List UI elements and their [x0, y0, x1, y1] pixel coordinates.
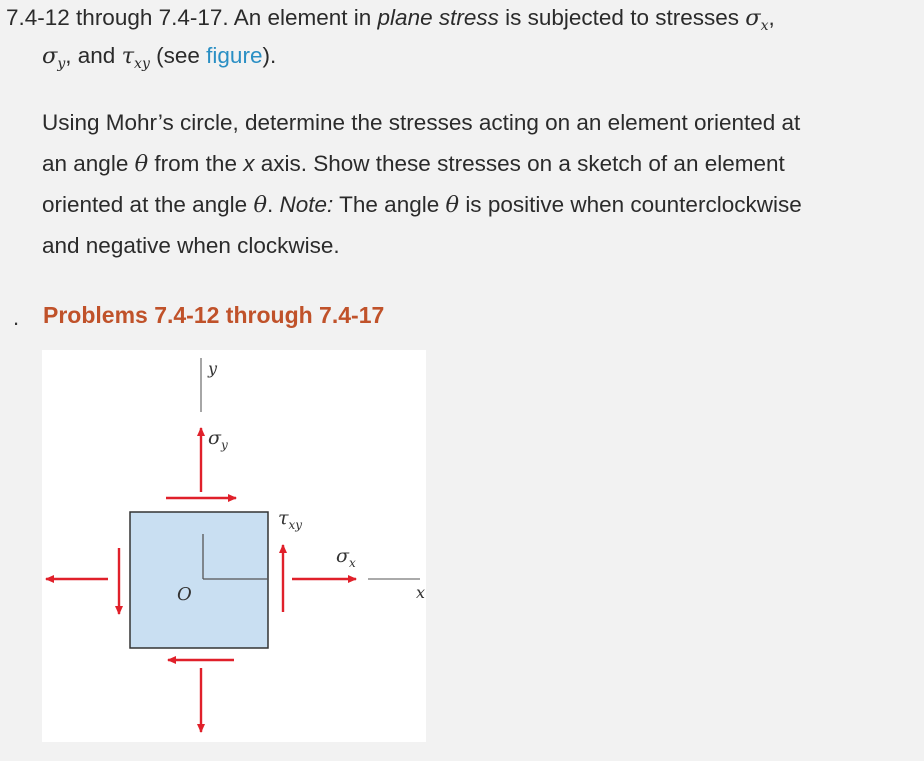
theta-symbol: θ — [445, 192, 460, 218]
stress-element — [129, 511, 269, 649]
and-text: , and — [65, 43, 116, 68]
problem-line-1: 7.4-12 through 7.4-17. An element in pla… — [6, 3, 775, 41]
problem-number: 7.4-12 through 7.4-17. — [6, 5, 229, 30]
problem-intro-2: is subjected to stresses — [505, 5, 739, 30]
instruction-line-4: and negative when clockwise. — [42, 233, 340, 258]
problem-intro: An element in — [233, 5, 372, 30]
sigma-x-symbol: σx — [745, 5, 769, 34]
x-axis-label: x — [416, 583, 425, 602]
note-label: Note: — [279, 192, 334, 217]
problem-line-2: σy, and τxy (see figure). — [42, 41, 276, 79]
tau-xy-symbol: τxy — [121, 43, 150, 72]
instruction-line-3: oriented at the angle θ. Note: The angle… — [42, 192, 802, 218]
sigma-x-label: σx — [336, 545, 356, 570]
sigma-y-symbol: σy — [42, 43, 66, 72]
plane-stress-figure[interactable]: y x O σy τxy σx — [42, 350, 426, 742]
x-variable: x — [243, 151, 255, 176]
instruction-line-2: an angle θ from the x axis. Show these s… — [42, 151, 785, 177]
theta-symbol: θ — [134, 151, 149, 177]
theta-symbol: θ — [253, 192, 267, 218]
see-open: (see — [156, 43, 200, 68]
tau-xy-label: τxy — [278, 507, 302, 532]
y-axis-label: y — [207, 359, 218, 378]
instruction-line-1: Using Mohr’s circle, determine the stres… — [42, 110, 801, 135]
plane-stress-term: plane stress — [377, 5, 499, 30]
figure-link[interactable]: figure — [206, 43, 263, 68]
stress-element-diagram: y x O σy τxy σx — [45, 358, 425, 733]
sigma-y-label: σy — [208, 427, 228, 452]
comma: , — [768, 5, 775, 30]
see-close: ). — [262, 43, 277, 68]
figure-caption: Problems 7.4-12 through 7.4-17 — [43, 302, 385, 328]
caption-bullet: . — [13, 305, 20, 330]
origin-label: O — [177, 584, 192, 605]
